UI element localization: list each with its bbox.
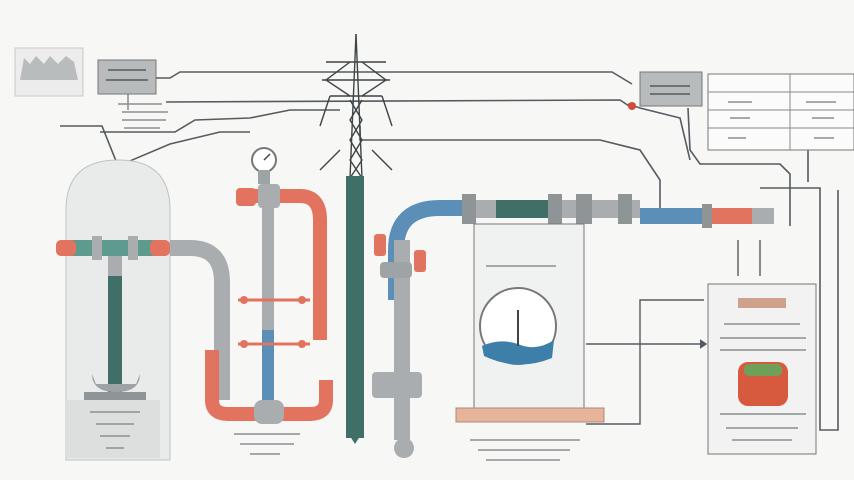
factory-thumbnail <box>14 47 84 97</box>
pressure-gauge <box>251 147 277 184</box>
central-pipe-tower <box>346 176 364 444</box>
flow-meter-tank <box>455 223 605 461</box>
hot-cold-riser-loop <box>205 184 333 455</box>
left-text-block <box>118 103 168 129</box>
flow-arrows <box>586 240 761 425</box>
heat-exchanger-panel <box>707 283 817 455</box>
control-box-right <box>639 71 703 107</box>
transmission-tower <box>319 33 393 179</box>
legend-table <box>707 73 854 151</box>
control-box-left <box>97 59 157 110</box>
riser-valves <box>374 234 426 278</box>
main-horizontal-pipe <box>372 194 774 458</box>
left-collection-tank <box>65 159 171 461</box>
left-horizontal-pipe <box>56 236 170 276</box>
grey-u-pipe <box>170 240 230 400</box>
